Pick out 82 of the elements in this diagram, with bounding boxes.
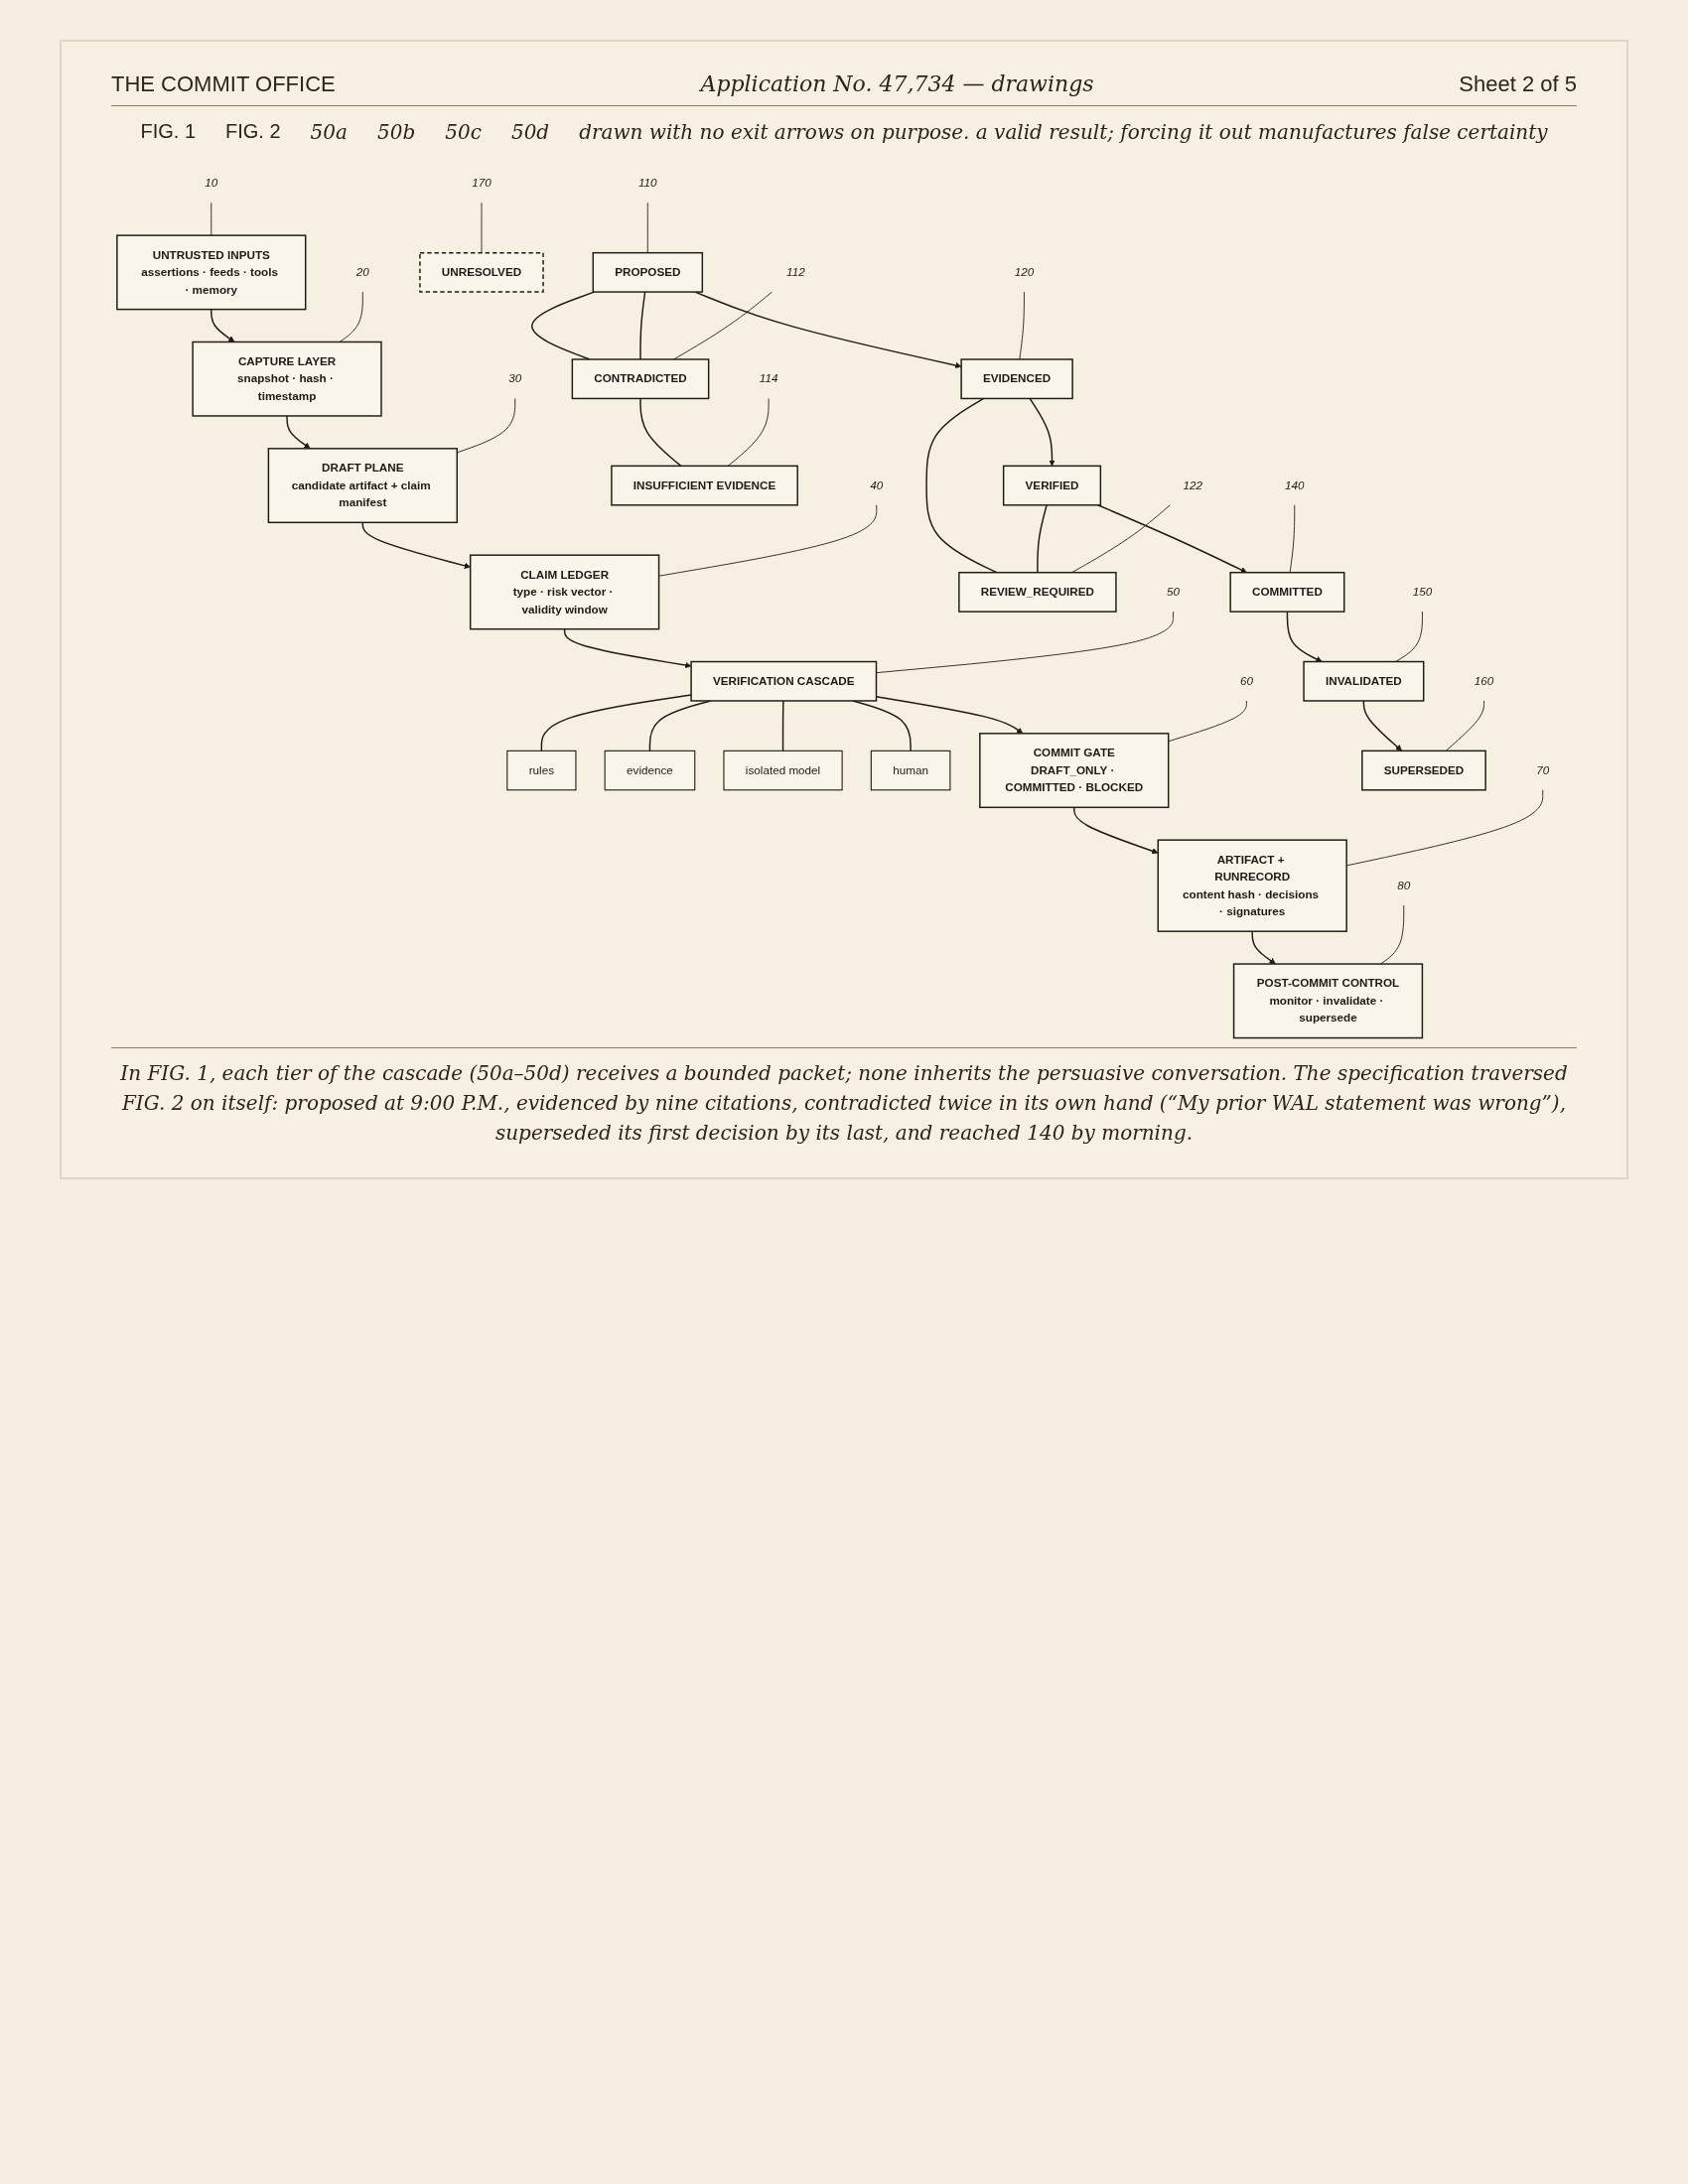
reference-numeral: 50c: [445, 120, 482, 144]
arrow: [211, 308, 235, 342]
figure-heading: FIG. 1: [140, 120, 197, 144]
arrow: [286, 415, 311, 450]
node-box: INSUFFICIENT EVIDENCE: [611, 465, 798, 506]
connector: [1380, 904, 1405, 965]
node-box: COMMIT GATE DRAFT_ONLY · COMMITTED · BLOCKED: [979, 733, 1170, 809]
arrow: [361, 521, 471, 569]
node-box: POST-COMMIT CONTROL monitor · invalidate · supersede: [1232, 963, 1424, 1039]
connector: [727, 398, 770, 467]
node-box: UNRESOLVED: [419, 251, 544, 293]
connector: [540, 694, 692, 752]
reference-numeral: 50b: [377, 120, 416, 144]
node-text: 80: [1397, 879, 1411, 892]
node-box: SUPERSEDED: [1361, 750, 1486, 791]
node-text: 30: [508, 372, 522, 385]
node-box: DRAFT PLANE candidate artifact + claim manifest: [267, 448, 458, 524]
connector: [639, 291, 646, 360]
note-text: drawn with no exit arrows on purpose. a valid result; forcing it out manufactures false certainty: [579, 120, 1548, 144]
arrow: [1362, 700, 1402, 751]
connector: [481, 202, 483, 254]
node-box: COMMITTED: [1229, 572, 1345, 613]
figure-heading: FIG. 2: [225, 120, 281, 144]
sheet-number: Sheet 2 of 5: [1459, 71, 1577, 97]
connector: [925, 397, 998, 574]
node-text: 170: [472, 176, 492, 190]
node-text: 150: [1412, 585, 1433, 599]
node-text: 50: [1167, 585, 1181, 599]
node-box: isolated model: [723, 750, 843, 791]
connector: [1019, 291, 1025, 360]
node-box: INVALIDATED: [1303, 660, 1425, 702]
connector: [1289, 504, 1296, 574]
node-text: 60: [1239, 674, 1253, 688]
connector: [781, 700, 784, 752]
caption-text: In FIG. 1, each tier of the cascade (50a–50d) receives a bounded packet; none inherits the persuasive conversation. The specification traversed FIG. 2 on itself: proposed at 9:00 P.M., evidenced by nine citations, contradicted twice in its own hand (“My prior WAL statement was wrong”), superseded its first decision by its last, and reached 140 by morning.: [119, 1060, 1569, 1148]
connector: [339, 291, 363, 342]
node-text: 110: [637, 176, 657, 190]
node-box: VERIFICATION CASCADE: [690, 660, 878, 702]
connector: [673, 291, 773, 360]
node-box: human: [870, 750, 951, 791]
node-text: 140: [1285, 478, 1305, 491]
connector: [1445, 700, 1484, 751]
office-name: THE COMMIT OFFICE: [111, 71, 336, 97]
arrow: [1286, 611, 1323, 662]
node-text: 40: [870, 478, 884, 491]
reference-numeral: 50a: [310, 120, 348, 144]
node-text: 160: [1474, 674, 1494, 688]
arrow: [1073, 806, 1159, 855]
connector: [1168, 700, 1247, 743]
node-box: EVIDENCED: [960, 358, 1073, 400]
connector: [211, 202, 212, 236]
node-text: 70: [1536, 763, 1550, 776]
connector: [1395, 611, 1423, 662]
node-text: 112: [786, 265, 805, 279]
node-text: 20: [355, 265, 369, 279]
application-title: Application No. 47,734 — drawings: [700, 71, 1094, 96]
node-box: rules: [506, 750, 577, 791]
node-box: REVIEW_REQUIRED: [958, 572, 1117, 613]
node-box: CONTRADICTED: [571, 358, 710, 400]
arrow: [1097, 504, 1247, 574]
node-box: UNTRUSTED INPUTS assertions · feeds · tools · memory: [116, 234, 307, 311]
arrow: [563, 627, 692, 669]
node-box: CLAIM LEDGER type · risk vector · validity window: [469, 554, 660, 630]
reference-numeral: 50d: [510, 120, 550, 144]
node-box: ARTIFACT + RUNRECORD content hash · decisions · signatures: [1157, 839, 1347, 932]
connector: [646, 202, 648, 254]
connector: [658, 504, 878, 577]
connector: [1071, 504, 1171, 574]
connector: [876, 611, 1174, 674]
connector: [1037, 504, 1048, 574]
connector: [531, 291, 596, 360]
node-text: 120: [1014, 265, 1035, 279]
node-box: CAPTURE LAYER snapshot · hash · timestamp: [192, 341, 382, 417]
connector: [639, 397, 682, 468]
node-text: 114: [759, 372, 778, 385]
node-text: 10: [205, 176, 218, 190]
node-box: PROPOSED: [592, 251, 704, 293]
node-text: 122: [1183, 478, 1202, 491]
arrow: [1251, 930, 1276, 965]
node-box: VERIFIED: [1002, 465, 1102, 506]
node-box: evidence: [604, 750, 696, 791]
arrow: [1029, 397, 1055, 467]
